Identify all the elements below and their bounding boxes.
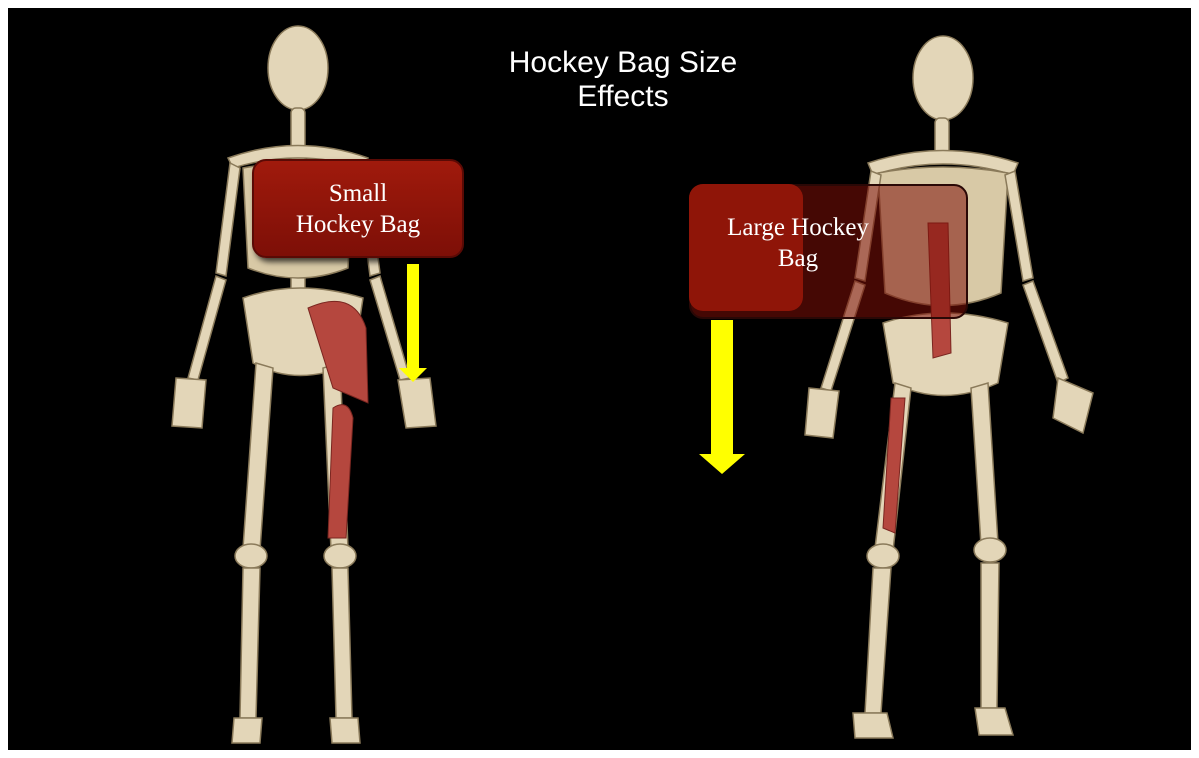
slide: Hockey Bag Size Effects (8, 8, 1191, 750)
down-arrow-icon (699, 320, 745, 474)
large-bag-label: Large Hockey Bag (696, 212, 900, 274)
large-bag-label-line-1: Large Hockey (696, 212, 900, 243)
small-bag-label-line-2: Hockey Bag (254, 209, 462, 240)
skeleton-front-view-icon (783, 23, 1123, 748)
small-hockey-bag-box: Small Hockey Bag (252, 159, 464, 258)
large-bag-label-line-2: Bag (696, 243, 900, 274)
skeleton-back-view-icon (148, 18, 478, 748)
down-arrow-icon (398, 264, 428, 382)
small-bag-label-line-1: Small (254, 178, 462, 209)
